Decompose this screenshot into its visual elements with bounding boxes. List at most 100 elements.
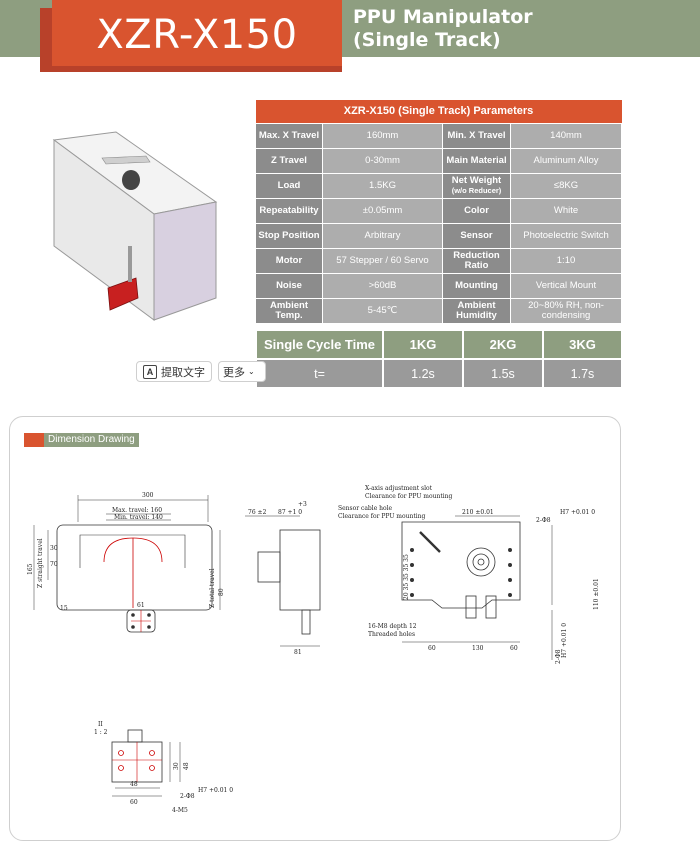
detail-h2: 48 — [183, 762, 190, 770]
dimension-title: Dimension Drawing — [24, 433, 139, 447]
param-value: Aluminum Alloy — [509, 147, 623, 174]
note-clearance-1: Clearance for PPU mounting — [365, 493, 453, 500]
subtitle-line-2: (Single Track) — [353, 29, 501, 51]
cycle-time-table: Single Cycle Time 1KG 2KG 3KG t= 1.2s 1.… — [255, 329, 623, 389]
dim-back-b3: 60 — [510, 645, 518, 652]
cycle-load: 1KG — [382, 329, 464, 360]
param-label: Stop Position — [255, 222, 323, 249]
detail-m: 4-M5 — [172, 807, 188, 814]
table-row: Repeatability ±0.05mm Color White — [255, 197, 623, 224]
dim-side-d3: +3 — [298, 501, 307, 508]
dim-back-hole: 2-Φ8 — [536, 517, 551, 524]
product-image — [52, 131, 218, 321]
detail-label: II — [98, 721, 103, 728]
detail-d1: 48 — [130, 781, 138, 788]
param-value: 20~80% RH, non-condensing — [509, 297, 623, 324]
dim-side-d2: 87 +1 0 — [278, 509, 302, 516]
dim-h3: 70 — [50, 561, 58, 568]
param-label: Mounting — [442, 272, 511, 299]
dim-back-left: 20 35 35 35 35 — [403, 554, 410, 600]
detail-h1: 30 — [173, 762, 180, 770]
param-value: Photoelectric Switch — [509, 222, 623, 249]
param-value: White — [509, 197, 623, 224]
param-label: Ambient Humidity — [442, 297, 511, 324]
detail-hole: 2-Φ8 — [180, 793, 195, 800]
param-label-main: Net Weight — [451, 174, 502, 186]
dim-side-bottom: 81 — [294, 649, 302, 656]
cycle-label: Single Cycle Time — [255, 329, 384, 360]
title-marker — [24, 433, 44, 447]
cycle-time: 1.2s — [382, 358, 464, 389]
detail-tol: H7 +0.01 0 — [198, 787, 233, 794]
parameters-table: XZR-X150 (Single Track) Parameters Max. … — [255, 100, 623, 324]
subtitle-line-1: PPU Manipulator — [353, 6, 533, 28]
cycle-load: 3KG — [542, 329, 623, 360]
param-label: Color — [442, 197, 511, 224]
param-value: 1.5KG — [322, 172, 443, 199]
chevron-down-icon: ⌄ — [248, 367, 255, 376]
text-scan-icon: A — [143, 364, 157, 379]
cycle-eq: t= — [255, 358, 384, 389]
param-label: Motor — [255, 247, 323, 274]
dim-max-travel: Max. travel: 160 — [112, 507, 162, 514]
model-title: XZR-X150 — [52, 0, 342, 66]
param-value: 160mm — [322, 122, 443, 149]
parameters-title: XZR-X150 (Single Track) Parameters — [255, 100, 622, 123]
dim-back-r1: 110 ±0.01 — [593, 578, 600, 610]
param-label: Load — [255, 172, 323, 199]
dim-h1: 30 — [50, 545, 58, 552]
table-row: Z Travel 0-30mm Main Material Aluminum A… — [255, 147, 623, 174]
param-value: >60dB — [322, 272, 443, 299]
dim-z-total: Z total travel — [209, 568, 216, 608]
dim-front-width: 300 — [142, 492, 154, 499]
extract-text-button[interactable]: A 提取文字 — [136, 361, 212, 382]
note-sensor-hole: Sensor cable hole — [338, 505, 393, 512]
more-label: 更多 — [223, 366, 245, 379]
dim-side-d1: 76 ±2 — [248, 509, 267, 516]
dim-height: 165 — [27, 563, 34, 575]
table-row: Max. X Travel 160mm Min. X Travel 140mm — [255, 122, 623, 149]
table-row: Ambient Temp. 5-45℃ Ambient Humidity 20~… — [255, 297, 623, 324]
param-value: Vertical Mount — [509, 272, 623, 299]
table-row: t= 1.2s 1.5s 1.7s — [255, 358, 623, 389]
dim-back-r3: 2-Φ8 — [555, 649, 562, 664]
param-label: Repeatability — [255, 197, 323, 224]
cycle-load: 2KG — [462, 329, 544, 360]
dim-z-straight: Z straight travel — [37, 538, 44, 588]
param-label: Z Travel — [255, 147, 323, 174]
note-threaded-holes: Threaded holes — [368, 631, 415, 638]
table-row: Single Cycle Time 1KG 2KG 3KG — [255, 329, 623, 360]
param-value: Arbitrary — [322, 222, 443, 249]
extract-text-label: 提取文字 — [161, 366, 205, 379]
param-value: 140mm — [509, 122, 623, 149]
cycle-time: 1.5s — [462, 358, 544, 389]
note-x-slot: X-axis adjustment slot — [365, 485, 433, 492]
param-label: Min. X Travel — [442, 122, 511, 149]
param-label: Net Weight (w/o Reducer) — [442, 172, 511, 199]
note-threads: 16-M8 depth 12 — [368, 623, 417, 630]
dim-b1: 61 — [137, 602, 145, 609]
dim-back-r2: H7 +0.01 0 — [561, 623, 568, 658]
param-label-note: (w/o Reducer) — [451, 185, 502, 195]
dimension-panel — [9, 416, 621, 841]
param-value: 5-45℃ — [322, 297, 443, 324]
more-button[interactable]: 更多 ⌄ — [218, 361, 266, 382]
dim-back-b1: 60 — [428, 645, 436, 652]
param-value: 1:10 — [509, 247, 623, 274]
table-row: Load 1.5KG Net Weight (w/o Reducer) ≤8KG — [255, 172, 623, 199]
dimension-drawing: 300 Max. travel: 160 Min. travel: 140 Z … — [27, 485, 600, 814]
dimension-title-label: Dimension Drawing — [44, 433, 139, 447]
table-row: Noise >60dB Mounting Vertical Mount — [255, 272, 623, 299]
param-label: Max. X Travel — [255, 122, 323, 149]
table-row: Stop Position Arbitrary Sensor Photoelec… — [255, 222, 623, 249]
param-value: ≤8KG — [509, 172, 623, 199]
param-label: Sensor — [442, 222, 511, 249]
cycle-time: 1.7s — [542, 358, 623, 389]
param-label: Reduction Ratio — [442, 247, 511, 274]
param-value: ±0.05mm — [322, 197, 443, 224]
param-label: Noise — [255, 272, 323, 299]
dim-back-hole-tol: H7 +0.01 0 — [560, 509, 595, 516]
note-clearance-2: Clearance for PPU mounting — [338, 513, 426, 520]
dim-h2: 80 — [218, 588, 225, 596]
detail-scale: 1 : 2 — [94, 729, 108, 736]
